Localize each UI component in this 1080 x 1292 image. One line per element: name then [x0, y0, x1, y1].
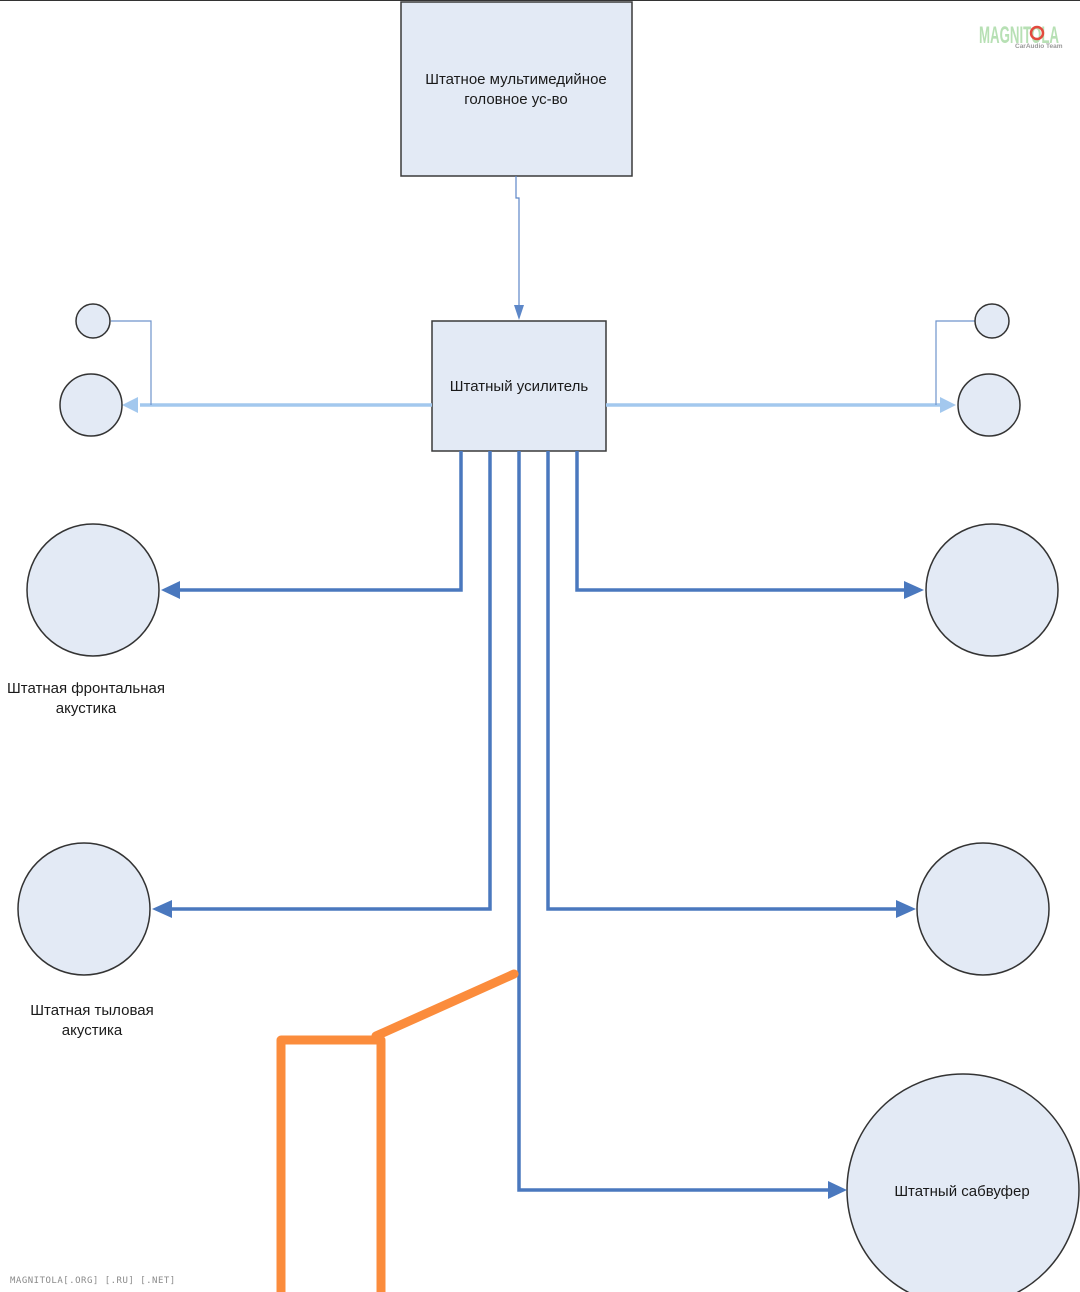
rear-left-arrowhead: [152, 900, 172, 918]
orange-diagonal: [371, 969, 519, 1041]
rear-right-wire: [546, 451, 898, 911]
speakers: [17, 303, 1080, 1292]
tweeter-left-arrowhead: [122, 397, 138, 413]
orange-bracket: [276, 1035, 386, 1292]
amplifier-output-wires: [152, 451, 924, 1199]
front-left-speaker: [26, 523, 160, 657]
tweeter-right-branch: [935, 320, 975, 405]
front-right-arrowhead: [904, 581, 924, 599]
head-unit-label-line1: Штатное мультимедийное: [425, 71, 607, 88]
footer-watermark: MAGNITOLA[.ORG] [.RU] [.NET]: [10, 1276, 176, 1286]
head-unit-label-line2: головное ус-во: [464, 91, 568, 108]
amplifier-label: Штатный усилитель: [450, 378, 589, 395]
front-right-wire: [575, 451, 906, 592]
head-unit-box: [400, 1, 633, 177]
rear-left-wire: [170, 451, 492, 911]
logo-sub-text: CarAudio Team: [1015, 43, 1063, 50]
amplifier-node: Штатный усилитель: [431, 320, 607, 452]
midrange-left-speaker: [59, 373, 123, 437]
rear-right-speaker: [916, 842, 1050, 976]
head-unit-to-amp-wire: [514, 176, 524, 320]
subwoofer-wire: [517, 451, 830, 1192]
subwoofer-label: Штатный сабвуфер: [894, 1183, 1029, 1200]
logo-ring-icon: [1029, 25, 1045, 41]
logo-main-text: MAGNITOLA: [979, 22, 1059, 49]
head-unit-node: Штатное мультимедийное головное ус-во: [400, 1, 633, 177]
rear-acoustics-label-line2: акустика: [62, 1022, 123, 1039]
midrange-right-speaker: [957, 373, 1021, 437]
front-acoustics-label-line1: Штатная фронтальная: [7, 680, 165, 697]
subwoofer-arrowhead: [828, 1181, 847, 1199]
tweeter-right-small-speaker: [974, 303, 1010, 339]
tweeter-left-small-speaker: [75, 303, 111, 339]
front-acoustics-label-line2: акустика: [56, 700, 117, 717]
front-left-wire: [178, 451, 463, 592]
rear-right-arrowhead: [896, 900, 916, 918]
front-right-speaker: [925, 523, 1059, 657]
tweeter-wires: [111, 320, 975, 413]
front-left-arrowhead: [161, 581, 180, 599]
head-unit-arrowhead: [514, 305, 524, 320]
rear-left-speaker: [17, 842, 151, 976]
tweeter-right-arrowhead: [940, 397, 956, 413]
orange-overlay-lines: [276, 969, 519, 1292]
rear-acoustics-label-line1: Штатная тыловая: [30, 1002, 153, 1019]
magnitola-logo: MAGNITOLA CarAudio Team: [979, 22, 1063, 50]
tweeter-left-branch: [111, 320, 152, 405]
